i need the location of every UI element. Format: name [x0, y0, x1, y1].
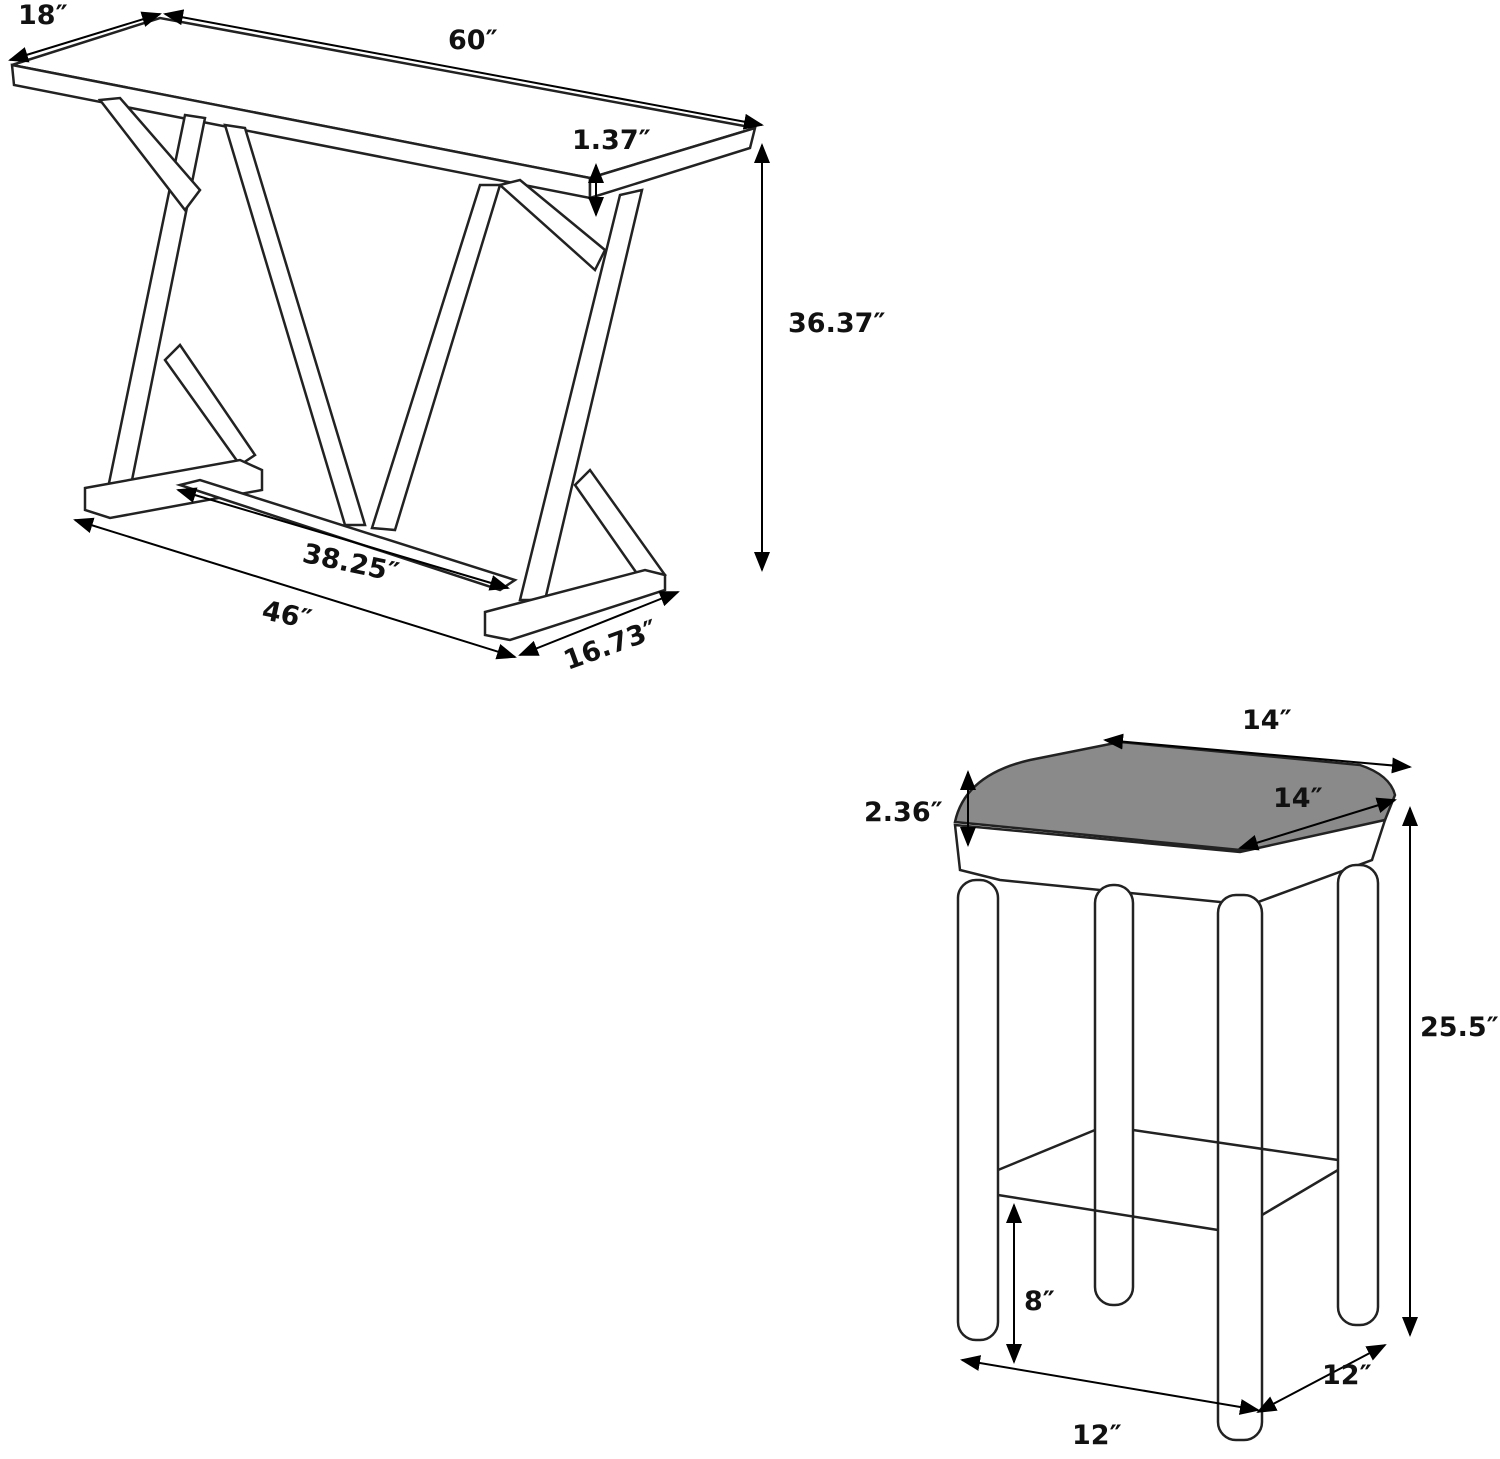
stool-dimension-lines	[960, 733, 1418, 1415]
stool-seat-depth-label: 14″	[1273, 783, 1323, 814]
stool-height-label: 25.5″	[1420, 1012, 1499, 1043]
table-top-thickness-label: 1.37″	[572, 125, 651, 156]
stool-seat-width-label: 14″	[1242, 705, 1292, 736]
stool-stretchers	[997, 1128, 1339, 1232]
bar-stool	[953, 740, 1397, 1442]
stool-base-depth-label: 12″	[1322, 1360, 1372, 1391]
stool-seat-thickness-label: 2.36″	[864, 797, 943, 828]
table-dimension-lines	[8, 9, 770, 660]
stool-legs	[956, 863, 1380, 1442]
table-height-label: 36.37″	[788, 308, 886, 339]
table-length-label: 60″	[448, 25, 498, 56]
stool-base-width-label: 12″	[1072, 1420, 1122, 1451]
left-trestle	[83, 96, 367, 527]
table-depth-label: 18″	[18, 0, 68, 31]
right-trestle	[370, 178, 667, 642]
stool-footrest-height-label: 8″	[1024, 1286, 1055, 1317]
console-table	[10, 16, 757, 642]
